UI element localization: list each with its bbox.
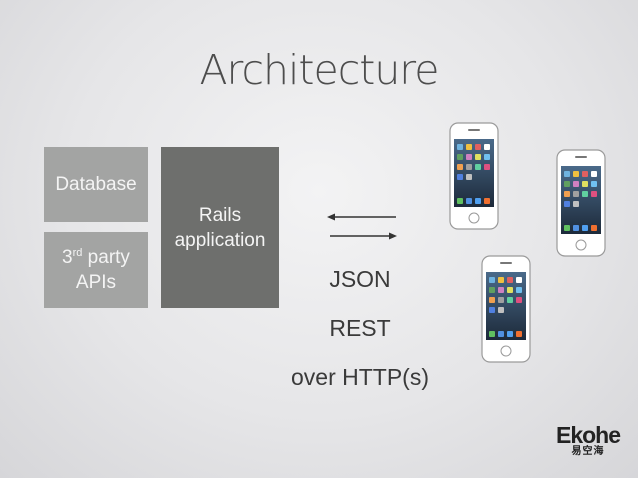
- database-label: Database: [55, 174, 137, 195]
- arrow-right-icon: [330, 232, 397, 240]
- apis-label: APIs: [75, 272, 117, 293]
- logo-wordmark: Ekohe: [556, 422, 621, 448]
- slide-title: Architecture: [199, 46, 439, 94]
- application-label: application: [174, 229, 266, 251]
- third-party-apis-box: 3rd party APIs: [44, 232, 148, 308]
- logo-chinese: 易空海: [571, 446, 605, 457]
- bidirectional-arrows: [327, 213, 397, 240]
- third-party-ordinal: rd: [72, 247, 83, 259]
- iphone-icon: [449, 122, 499, 230]
- http-label: over HTTP(s): [291, 364, 429, 390]
- third-party-number: 3: [62, 247, 73, 268]
- third-party-word: party: [82, 247, 130, 268]
- database-box: Database: [44, 147, 148, 222]
- json-label: JSON: [329, 266, 391, 292]
- iphone-icon: [481, 255, 531, 363]
- ekohe-logo: Ekohe 易空海: [556, 422, 621, 458]
- rails-application-box: Rails application: [161, 147, 279, 308]
- rails-label: Rails: [198, 204, 242, 226]
- iphone-icon: [556, 149, 606, 257]
- rest-label: REST: [329, 315, 391, 341]
- arrow-left-icon: [327, 213, 396, 221]
